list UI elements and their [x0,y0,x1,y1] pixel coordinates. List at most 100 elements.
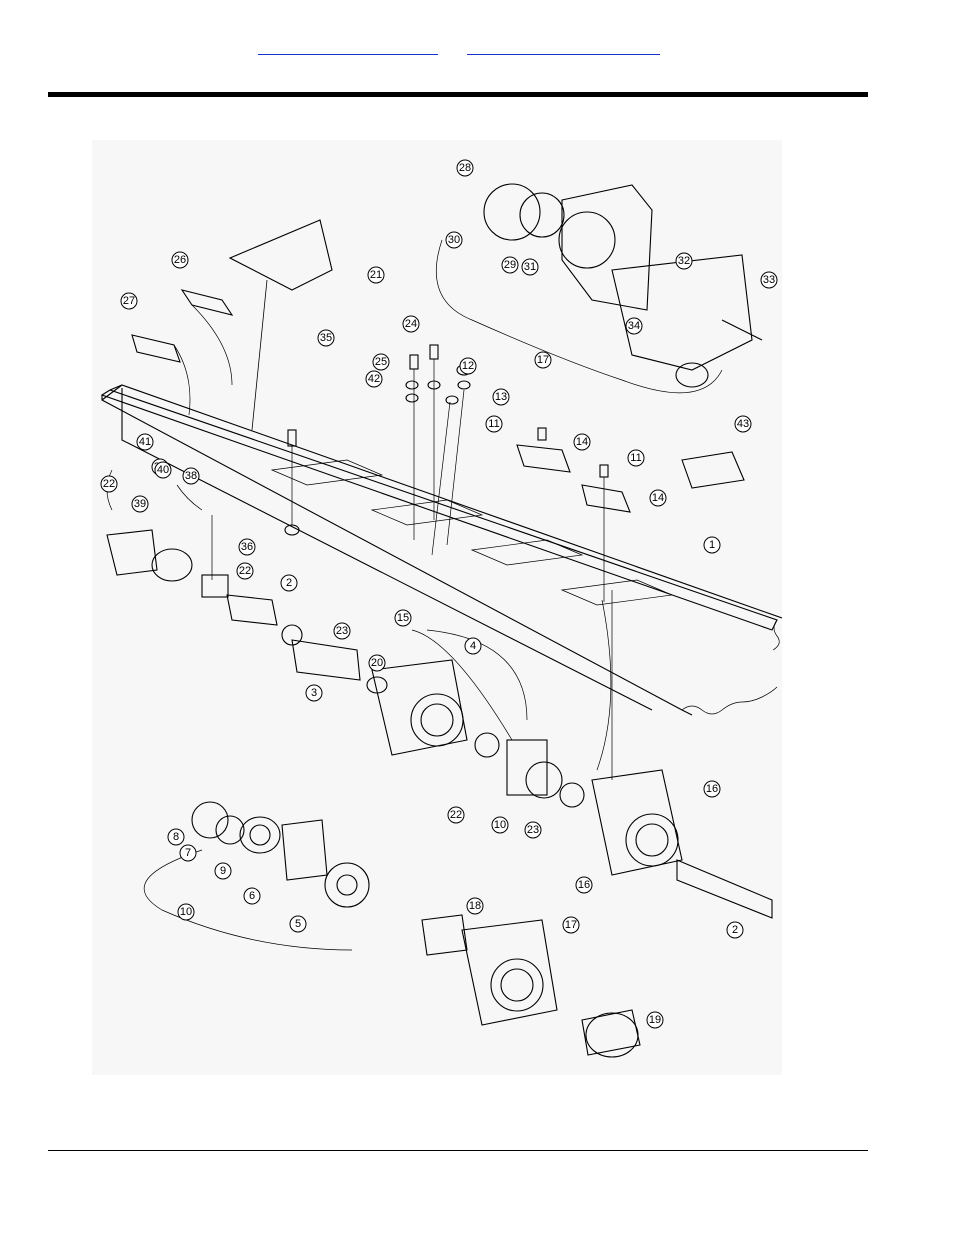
svg-text:39: 39 [134,498,146,510]
svg-text:1: 1 [709,539,715,551]
svg-text:10: 10 [494,819,506,831]
header-rule [48,92,868,97]
svg-text:24: 24 [405,318,417,330]
svg-text:23: 23 [527,824,539,836]
callout-13: 13 [493,389,509,405]
callout-43: 43 [735,416,751,432]
svg-text:25: 25 [375,356,387,368]
callout-14b: 14 [650,490,666,506]
callout-19: 19 [647,1012,663,1028]
callout-39: 39 [132,496,148,512]
svg-text:14: 14 [652,492,664,504]
svg-text:6: 6 [249,890,255,902]
callout-35: 35 [318,330,334,346]
svg-text:7: 7 [185,847,191,859]
svg-text:20: 20 [371,657,383,669]
svg-text:2: 2 [732,924,738,936]
header-link-1[interactable] [258,38,438,55]
header-link-2[interactable] [467,38,660,55]
exploded-view-drawing: 1 2 2 3 4 5 6 7 8 9 10 10 11 11 12 13 14… [92,140,782,1075]
callout-10a: 10 [178,904,194,920]
footer-rule [48,1150,868,1151]
callout-25: 25 [373,354,389,370]
callout-21: 21 [368,267,384,283]
callout-27: 27 [121,293,137,309]
callout-29: 29 [502,257,518,273]
fasteners [285,345,608,602]
callout-18: 18 [467,898,483,914]
svg-text:5: 5 [295,918,301,930]
callout-23a: 23 [334,623,350,639]
svg-text:18: 18 [469,900,481,912]
svg-text:42: 42 [368,373,380,385]
svg-text:40: 40 [157,464,169,476]
callout-30: 30 [446,232,462,248]
parts-exploded-diagram: 1 2 2 3 4 5 6 7 8 9 10 10 11 11 12 13 14… [92,140,782,1075]
callout-16a: 16 [704,781,720,797]
callout-42: 42 [366,371,382,387]
main-beam [102,385,782,715]
svg-text:13: 13 [495,391,507,403]
svg-text:34: 34 [628,320,640,332]
svg-text:31: 31 [524,261,536,273]
svg-text:22: 22 [450,809,462,821]
callout-14a: 14 [574,434,590,450]
callout-28: 28 [457,160,473,176]
svg-text:43: 43 [737,418,749,430]
svg-text:10: 10 [180,906,192,918]
lower-bearing-group [144,802,369,950]
svg-text:4: 4 [470,640,476,652]
callout-17a: 17 [535,352,551,368]
callout-15: 15 [395,610,411,626]
svg-text:26: 26 [174,254,186,266]
svg-text:2: 2 [286,577,292,589]
callout-20: 20 [369,655,385,671]
shield-26 [182,290,232,315]
svg-text:12: 12 [462,360,474,372]
shield-14a [517,445,570,472]
svg-text:17: 17 [537,354,549,366]
svg-text:32: 32 [678,255,690,267]
callout-10b: 10 [492,817,508,833]
svg-text:9: 9 [220,865,226,877]
cover-plate [230,220,332,290]
svg-text:36: 36 [241,541,253,553]
shield-27 [132,335,180,362]
callout-40: 40 [155,462,171,478]
callout-12: 12 [460,358,476,374]
callout-23b: 23 [525,822,541,838]
callout-36: 36 [239,539,255,555]
callout-2b: 2 [727,922,743,938]
callout-2a: 2 [281,575,297,591]
callout-33: 33 [761,272,777,288]
callout-26: 26 [172,252,188,268]
svg-text:15: 15 [397,612,409,624]
svg-text:29: 29 [504,259,516,271]
svg-text:30: 30 [448,234,460,246]
right-gearbox [592,590,772,918]
callout-1: 1 [704,537,720,553]
center-gearbox [367,630,584,807]
svg-text:28: 28 [459,162,471,174]
shield-14b [582,485,630,512]
callout-31: 31 [522,259,538,275]
callout-3: 3 [306,685,322,701]
callout-22a: 22 [101,476,117,492]
callout-6: 6 [244,888,260,904]
callout-16b: 16 [576,877,592,893]
svg-text:22: 22 [103,478,115,490]
callout-9: 9 [215,863,231,879]
header-links [0,38,954,58]
svg-text:8: 8 [173,831,179,843]
callout-11b: 11 [628,450,644,466]
svg-text:3: 3 [311,687,317,699]
svg-text:33: 33 [763,274,775,286]
svg-text:11: 11 [630,452,641,464]
svg-text:23: 23 [336,625,348,637]
svg-text:38: 38 [185,470,197,482]
callout-11a: 11 [486,416,502,432]
callout-22c: 22 [448,807,464,823]
svg-text:16: 16 [706,783,718,795]
svg-text:16: 16 [578,879,590,891]
callout-17b: 17 [563,917,579,933]
